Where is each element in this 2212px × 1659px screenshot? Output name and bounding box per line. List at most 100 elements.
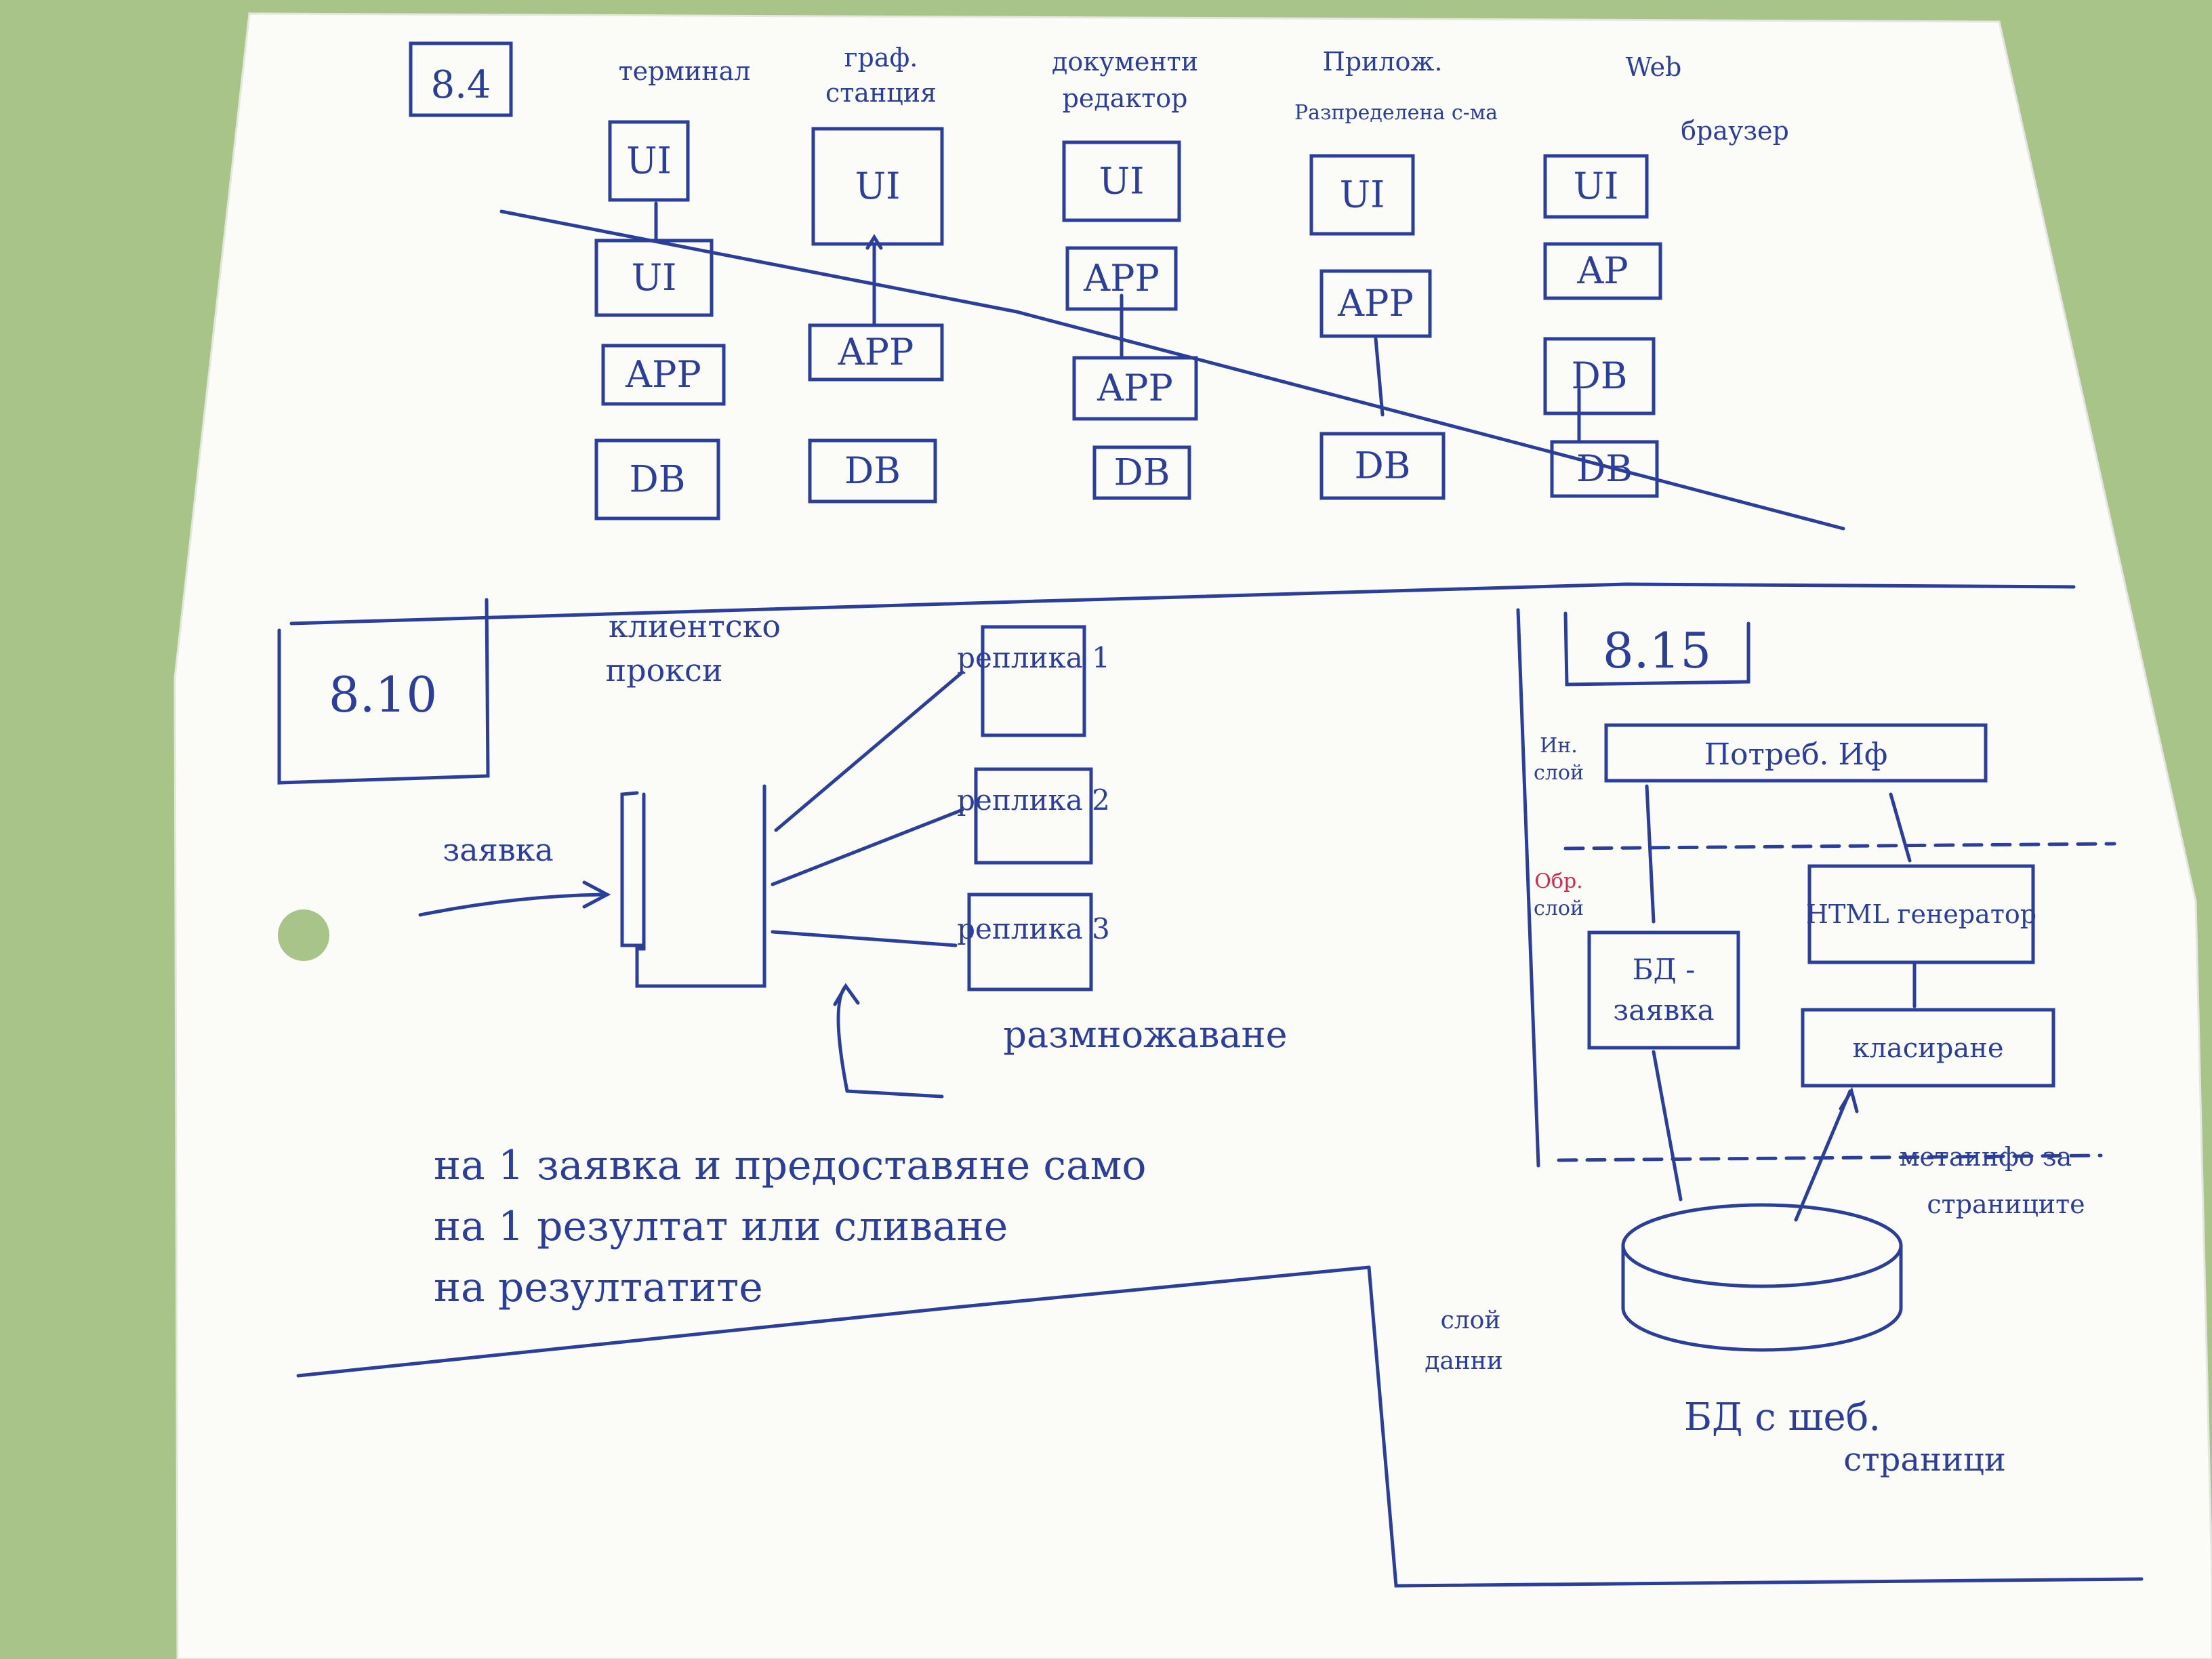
divider-815-left [1516,608,1540,1168]
divider-bottom [296,1265,1371,1378]
s810-proxy-box [635,784,766,988]
s810-replica-2-box [974,767,1093,865]
s810-replica-3-label: реплика 3 [957,912,1110,945]
s84-box-label-c5-r1: UI [1574,165,1619,207]
s84-box-c1-r3 [601,344,726,406]
s84-box-label-c3-r2: APP [1083,257,1160,300]
s84-box-label-c3-r4: DB [1114,451,1170,494]
s84-box-c2-r1 [811,127,944,246]
s84-header-graf-line2: станция [825,78,937,108]
s810-label: 8.10 [329,666,437,723]
s815-arrow-gen-to-ui [1889,792,1912,863]
s815-side-mid-line1: Обр. [1534,869,1582,893]
s84-header-web-line2: браузер [1681,116,1789,146]
s815-side-mid-line2: слой [1534,897,1584,920]
s815-classifier-box [1801,1008,2055,1088]
s84-box-c5-r1 [1543,154,1649,219]
s815-label-box [1563,611,1750,687]
s815-label: 8.15 [1603,622,1711,679]
s810-request-label: заявка [443,832,554,868]
s810-proxy-inner [620,791,646,947]
s84-header-app-line2: Разпределена с-ма [1294,101,1498,125]
s84-box-c1-r2 [594,239,714,317]
s810-note-line3: на резултатите [434,1264,763,1311]
s84-header-terminal: терминал [619,56,751,86]
s84-box-label-c1-r1: UI [626,140,672,182]
s84-label: 8.4 [430,63,491,107]
s815-meta-line2: страниците [1927,1189,2085,1219]
s815-db-caption-line2: страници [1843,1441,2006,1479]
s84-box-c3-r2 [1065,246,1178,311]
s84-header-graf-line1: граф. [844,43,918,73]
s815-arrow-dbreq-to-db [1652,1050,1683,1202]
s815-html-gen-box [1807,864,2035,964]
s815-db-request-line2: заявка [1613,994,1714,1027]
s84-box-label-c3-r1: UI [1099,160,1145,203]
s84-box-c3-r1 [1062,140,1181,222]
s84-box-c3-r3 [1072,356,1198,421]
s84-box-label-c2-r2: APP [838,331,914,373]
s84-box-c2-r2 [808,323,944,382]
divider-top [289,582,2076,626]
s815-user-if-box [1604,723,1988,783]
s84-split-line [499,209,1845,531]
s84-box-label-c1-r4: DB [630,458,686,501]
s810-label-box [277,598,490,785]
s84-box-label-c2-r1: UI [855,165,901,207]
s84-box-c4-r3 [1319,432,1446,500]
s815-db-request-line1: БД - [1633,953,1696,986]
s84-box-c2-r3 [808,438,937,504]
s815-layer-separator-1 [1563,842,2116,851]
divider-bottom-right [1367,1265,2144,1588]
s810-arrow-replica-1 [774,670,964,832]
s84-box-c5-r2 [1543,242,1662,300]
s810-multiply-arrowhead [833,983,860,1006]
s815-arrow-db-to-class [1794,1089,1852,1222]
s84-box-c5-r4 [1550,440,1659,498]
s810-replica-3-box [967,893,1093,991]
s815-layer-separator-2 [1557,1153,2103,1162]
s84-box-label-c5-r4: DB [1576,447,1633,490]
s815-db-caption-line1: БД с шеб. [1684,1395,1881,1439]
s84-box-label-c4-r1: UI [1340,173,1385,216]
s815-side-top-line1: Ин. [1540,734,1578,758]
s810-multiply-label: размножаване [1003,1013,1287,1056]
s815-side-top-line2: слой [1534,761,1584,785]
s84-box-c4-r1 [1309,154,1415,236]
s815-arrow-ui-to-dbreq [1645,784,1656,924]
s84-box-label-c1-r2: UI [632,256,677,299]
s84-header-web-line1: Web [1626,52,1682,82]
s815-db-request-box [1587,930,1740,1050]
s815-arrowhead-class [1839,1086,1859,1113]
s84-box-label-c4-r2: APP [1337,282,1414,325]
s84-label-box [409,41,513,117]
s84-box-label-c3-r3: APP [1097,367,1173,409]
s84-box-label-c4-r3: DB [1355,445,1411,487]
s84-box-c4-r2 [1319,269,1432,338]
s815-db-cylinder-body [1621,1244,1903,1352]
s810-arrow-replica-3 [771,930,958,947]
s84-layer-boxes: UIUIAPPDBUIAPPDBUIAPPAPPDBUIAPPDBUIAPDBD… [594,120,1662,520]
s84-box-c5-r3 [1543,337,1656,415]
s810-title-line1: клиентско [609,608,781,644]
s810-request-arrow [418,893,605,917]
s810-replica-1-box [981,625,1086,737]
s84-header-doc-line2: редактор [1063,83,1188,113]
s810-replica-1-label: реплика 1 [957,641,1110,674]
s84-box-label-c5-r3: DB [1572,354,1628,397]
s84-box-label-c2-r3: DB [844,449,901,492]
s815-classifier-label: класиране [1852,1033,2003,1064]
binder-hole [278,909,329,961]
s84-header-doc-line1: документи [1052,47,1198,77]
s84-box-c3-r4 [1092,445,1191,500]
s810-note-line1: на 1 заявка и предоставяне само [434,1142,1147,1189]
s815-side-bot-line2: данни [1425,1347,1503,1375]
s815-side-bot-line1: слой [1441,1307,1501,1334]
s810-replica-2-label: реплика 2 [957,783,1110,817]
s815-html-gen-label: HTML генератор [1806,899,2036,929]
s84-box-c1-r1 [608,120,690,202]
s84-arrow-col4 [1374,337,1385,417]
s84-box-label-c5-r2: AP [1576,249,1628,292]
s815-meta-line1: метаинфо за [1900,1142,2072,1172]
